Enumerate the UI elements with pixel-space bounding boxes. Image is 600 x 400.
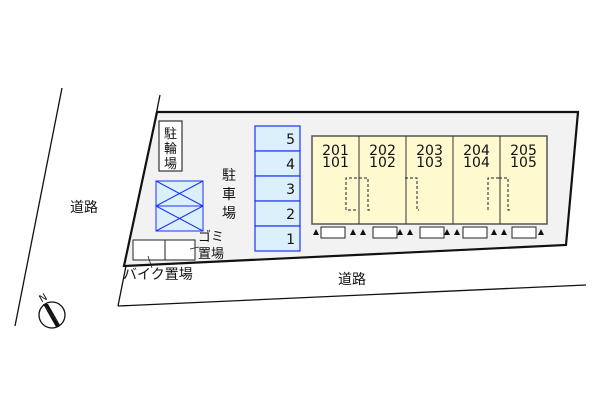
parking-space [254, 125, 301, 152]
entrance-box [462, 226, 488, 239]
road-label-bottom: 道路 [338, 272, 366, 288]
triangle-icon [454, 229, 460, 235]
parking-space-number: 3 [286, 182, 295, 198]
garbage-label-bottom: 置場 [198, 247, 224, 262]
crossed-parking-area [155, 180, 204, 232]
car-parking-label-1: 駐 [222, 168, 236, 184]
triangle-icon [407, 229, 413, 235]
road-bottom-edge [117, 284, 587, 307]
unit-number-lower: 101 [322, 155, 349, 171]
unit-number-upper: 205 [510, 143, 537, 159]
entrance-box [511, 226, 537, 239]
north-label: N [38, 292, 50, 305]
bike-box-1 [132, 239, 166, 261]
triangle-icon [538, 229, 544, 235]
unit-number-upper: 203 [416, 143, 443, 159]
parking-space-number: 1 [286, 232, 295, 248]
parking-space [254, 150, 301, 177]
bicycle-parking-box [158, 120, 183, 172]
stair-line [405, 177, 419, 211]
parking-space-number: 5 [286, 132, 295, 148]
parking-space-number: 2 [286, 207, 295, 223]
stair-line [499, 177, 512, 211]
unit-number-upper: 202 [369, 143, 396, 159]
entrance-box [419, 226, 445, 239]
cross-line [155, 205, 204, 232]
bicycle-parking-label-2: 輪 [164, 141, 177, 157]
unit-number-upper: 204 [463, 143, 490, 159]
road-left-edge [14, 87, 63, 327]
parking-space-number: 4 [286, 157, 295, 173]
bike-leader-line [147, 255, 153, 269]
triangle-icon [397, 229, 403, 235]
triangle-icon [313, 229, 319, 235]
bicycle-parking-label-3: 場 [164, 157, 177, 172]
triangle-icon [444, 229, 450, 235]
garbage-label-top: ゴミ [198, 229, 224, 245]
road-label-left: 道路 [70, 200, 98, 216]
unit-number-lower: 103 [416, 155, 443, 171]
triangle-icon [501, 229, 507, 235]
bicycle-parking-label-1: 駐 [164, 127, 177, 142]
triangle-icon [491, 229, 497, 235]
north-compass-icon: N [38, 292, 66, 329]
bike-parking-label: バイク置場 [123, 267, 193, 283]
unit-number-lower: 105 [510, 155, 537, 171]
entrance-box [372, 226, 398, 239]
stair-line [359, 177, 372, 211]
entrance-box [320, 226, 346, 239]
stair-line [345, 177, 358, 211]
unit-number-lower: 104 [463, 155, 490, 171]
cross-line [155, 180, 204, 207]
triangle-icon [360, 229, 366, 235]
parking-space [254, 225, 301, 252]
car-parking-label-3: 場 [222, 206, 236, 222]
unit-number-lower: 102 [369, 155, 396, 171]
unit-number-upper: 201 [322, 143, 349, 159]
stair-line [487, 177, 499, 211]
bike-box-2 [164, 239, 196, 261]
parking-spaces: 5 4 3 2 1 [254, 125, 301, 252]
triangle-icon [350, 229, 356, 235]
parking-space [254, 175, 301, 202]
car-parking-label-2: 車 [222, 186, 236, 203]
garbage-leader-line [189, 246, 200, 250]
